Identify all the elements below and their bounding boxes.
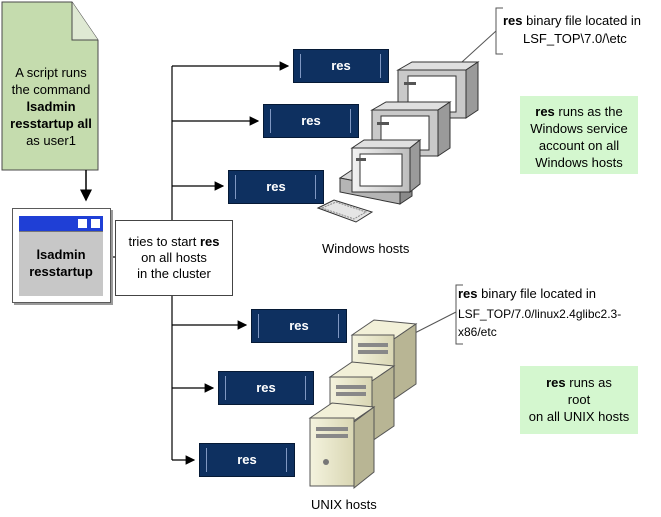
tries-res: res [200,234,220,249]
win-green-line2: Windows service [530,121,628,136]
res-daemon-box-win-2: res [263,104,359,138]
unix-note-path: LSF_TOP/7.0/linux2.4glibc2.3-x86/etc [458,307,622,339]
unix-run-as-note: res runs as root on all UNIX hosts [520,366,638,434]
win-note-res: res [503,13,523,28]
window-button-icon [91,219,100,228]
script-line-1: A script runs [15,65,87,80]
res-label: res [266,179,286,194]
lsadmin-window: lsadmin resstartup [12,208,111,303]
res-daemon-box-unix-1: res [251,309,347,343]
window-body: lsadmin resstartup [19,231,103,296]
res-label: res [256,380,276,395]
script-command-2: resstartup all [10,116,92,131]
tries-text: tries to start res on all hosts in the c… [116,234,232,282]
document-fold [71,2,98,41]
window-button-icon [78,219,87,228]
windows-binary-note: res binary file located in LSF_TOP\7.0/\… [503,12,653,48]
win-green-res: res [535,104,555,119]
unix-green-rest: runs as [565,375,612,390]
unix-note-res: res [458,286,478,301]
unix-note-bracket [455,284,463,345]
unix-hosts-caption: UNIX hosts [311,497,377,512]
res-label: res [331,58,351,73]
window-command: lsadmin resstartup [19,246,103,280]
windows-hosts-caption: Windows hosts [322,241,410,256]
res-label: res [237,452,257,467]
win-green-line3: account on all [538,138,620,153]
windows-run-as-note: res runs as the Windows service account … [520,96,638,174]
unix-binary-note: res binary file located in LSF_TOP/7.0/l… [458,285,658,341]
res-label: res [289,318,309,333]
tries-line-2: on all hosts [141,250,207,265]
script-document [1,1,99,171]
script-doc-text: A script runs the command lsadmin ressta… [4,64,98,149]
win-green-line4: Windows hosts [535,155,623,170]
unix-green-line3: on all UNIX hosts [528,409,630,424]
script-command-1: lsadmin [26,99,76,114]
unix-note-rest: binary file located in [477,286,597,301]
res-daemon-box-unix-2: res [218,371,314,405]
unix-green-res: res [546,375,566,390]
window-command-1: lsadmin [36,247,86,262]
unix-server-front [308,402,376,490]
win-note-path: LSF_TOP\7.0/\etc [523,31,627,46]
res-daemon-box-win-1: res [293,49,389,83]
windows-computer-front [316,138,422,223]
res-daemon-box-win-3: res [228,170,324,204]
res-daemon-box-unix-3: res [199,443,295,477]
script-line-2: the command [11,82,91,97]
win-note-rest: binary file located in [522,13,642,28]
window-titlebar [19,216,103,231]
unix-green-line2: root [567,392,591,407]
tries-pre: tries to start [128,234,200,249]
res-label: res [301,113,321,128]
win-note-bracket [495,7,503,55]
win-green-rest: runs as the [554,104,623,119]
tries-box: tries to start res on all hosts in the c… [115,220,233,296]
script-line-5: as user1 [26,133,76,148]
window-command-2: resstartup [29,264,93,279]
tries-line-3: in the cluster [137,266,211,281]
